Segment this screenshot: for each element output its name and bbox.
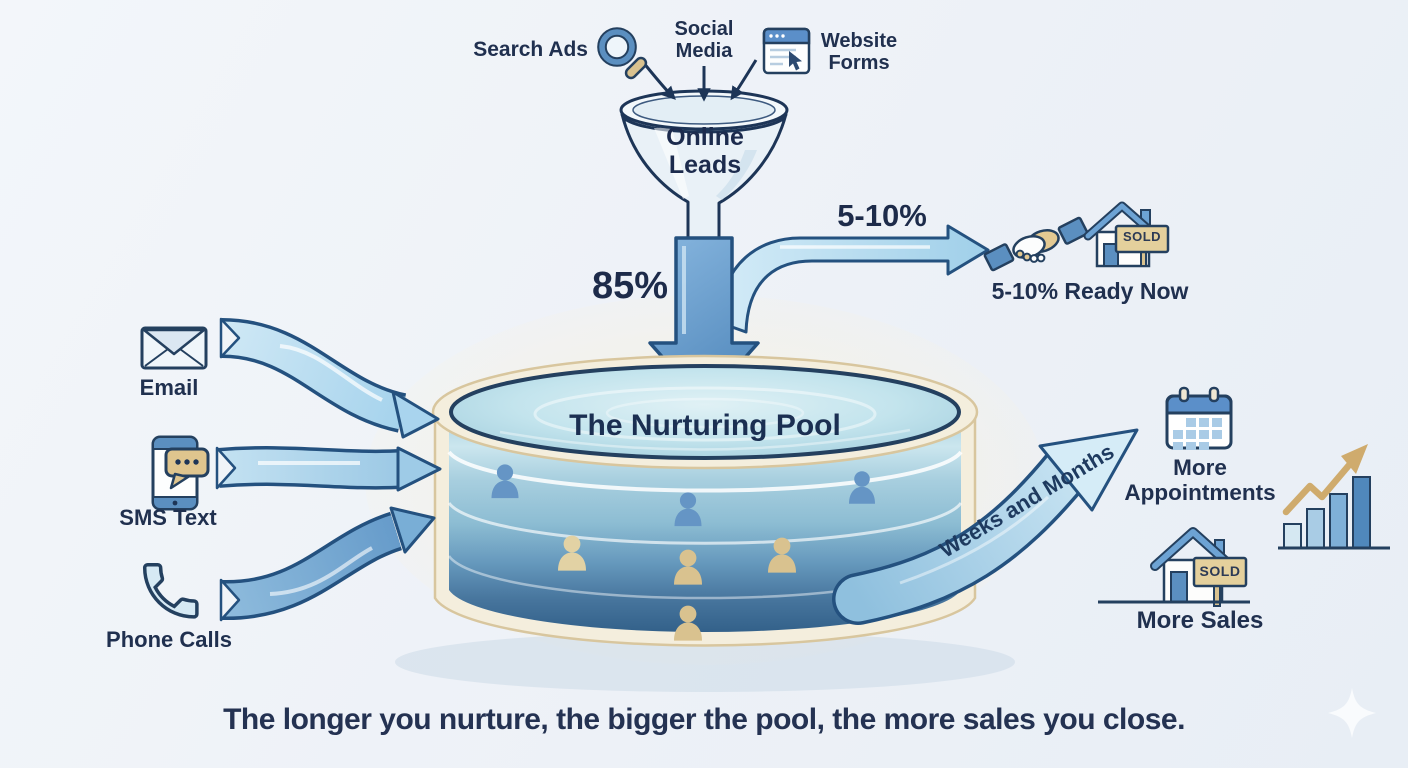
channel-label-phone-calls: Phone Calls <box>106 627 232 652</box>
sms-arrow <box>215 446 442 492</box>
browser-window-icon <box>762 27 811 75</box>
channel-arrows <box>215 317 442 622</box>
cursor-icon <box>789 51 802 71</box>
calendar-icon <box>1165 386 1233 450</box>
funnel <box>619 89 789 247</box>
chat-bubble-icon <box>164 447 210 490</box>
sold-sign-board <box>1192 556 1248 588</box>
funnel-label: Online Leads <box>666 123 744 179</box>
pool-shadow <box>395 632 1015 692</box>
sold-sign-board <box>1114 224 1170 254</box>
outcome-label-sales: More Sales <box>1136 607 1264 634</box>
sparkle-icon <box>1328 688 1376 738</box>
branch-arrow-percentage: 5-10% <box>837 198 927 233</box>
trend-arrow-icon <box>1282 444 1368 516</box>
sold-sign-text: SOLD <box>1122 229 1162 244</box>
down-arrow-percentage: 85% <box>591 265 669 307</box>
ready-now-label: 5-10% Ready Now <box>991 278 1189 304</box>
branch-arrow-5-10 <box>716 224 990 334</box>
magnifier-icon <box>597 27 648 80</box>
house-sold-ready-icon <box>1083 201 1170 268</box>
funnel-feed-arrows <box>641 59 758 102</box>
envelope-icon <box>140 326 208 370</box>
source-label-social-media: Social Media <box>674 18 734 62</box>
bar-chart-icon <box>1278 444 1390 550</box>
feed-arrow-website <box>730 59 758 101</box>
source-label-search-ads: Search Ads <box>473 38 588 61</box>
handshake-icon <box>983 216 1089 272</box>
phone-arrow <box>219 506 436 622</box>
source-label-website-forms: Website Forms <box>820 30 898 74</box>
channel-label-email: Email <box>139 375 199 400</box>
feed-arrow-search <box>641 61 676 100</box>
channel-label-sms: SMS Text <box>119 505 217 530</box>
handset-icon <box>142 562 199 619</box>
nurture-arrow <box>832 428 1139 625</box>
house-sold-sales-icon <box>1098 527 1250 607</box>
pool-title: The Nurturing Pool <box>569 409 841 442</box>
pool-water-surface <box>449 364 961 460</box>
email-arrow <box>219 317 440 439</box>
sold-sign-text: SOLD <box>1199 563 1241 579</box>
outcome-label-appointments: More Appointments <box>1124 455 1276 505</box>
smartphone-chat-icon <box>151 435 210 511</box>
caption: The longer you nurture, the bigger the p… <box>223 703 1185 736</box>
